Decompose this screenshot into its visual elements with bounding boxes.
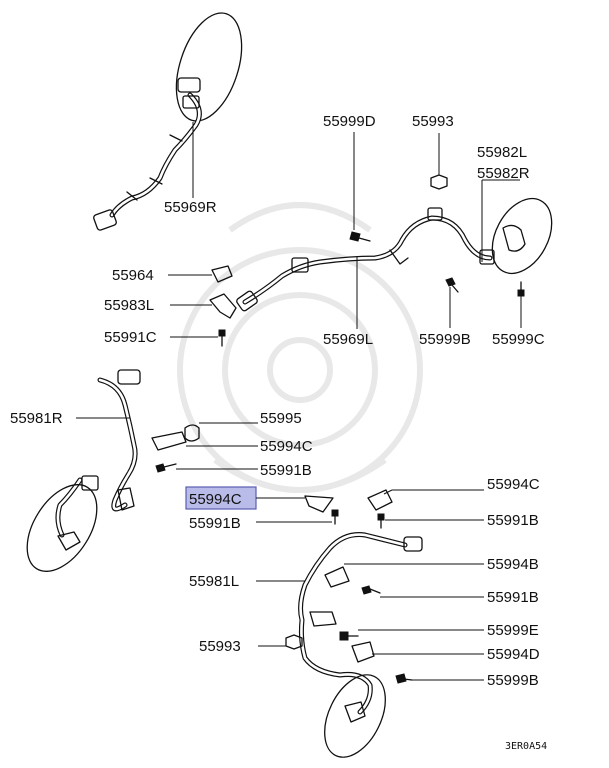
- part-label-55999B-top[interactable]: 55999B: [419, 331, 471, 348]
- bolt-55999E[interactable]: [339, 631, 359, 641]
- part-label-55999B-bottom[interactable]: 55999B: [487, 672, 539, 689]
- part-label-55983L[interactable]: 55983L: [104, 297, 154, 314]
- part-label-55991B-a[interactable]: 55991B: [260, 462, 312, 479]
- part-label-55993-top[interactable]: 55993: [412, 113, 454, 130]
- part-label-55969R[interactable]: 55969R: [164, 199, 217, 216]
- part-label-55969L[interactable]: 55969L: [323, 331, 373, 348]
- part-label-55991B-d[interactable]: 55991B: [487, 589, 539, 606]
- watermark-emblem: [177, 202, 423, 493]
- screw-55991C[interactable]: [218, 329, 226, 347]
- clip-55994C-selected[interactable]: [304, 495, 334, 513]
- part-label-55994C-a[interactable]: 55994C: [260, 438, 313, 455]
- clip-55994C-b[interactable]: [367, 489, 393, 511]
- part-label-55999D[interactable]: 55999D: [323, 113, 376, 130]
- clip-55994D[interactable]: [351, 641, 375, 663]
- bolt-55999B-bottom[interactable]: [395, 673, 413, 684]
- clip-55964[interactable]: [211, 265, 233, 283]
- part-label-55991B-b[interactable]: 55991B: [189, 515, 241, 532]
- harness-55981R[interactable]: [13, 369, 141, 584]
- harness-55981L[interactable]: [298, 532, 423, 767]
- part-label-55994C-selected[interactable]: 55994C: [189, 491, 242, 508]
- part-label-55981R[interactable]: 55981R: [10, 410, 63, 427]
- part-label-55991C[interactable]: 55991C: [104, 329, 157, 346]
- grommet-55995[interactable]: [184, 424, 200, 442]
- nut-55993-top[interactable]: [430, 174, 448, 190]
- part-label-55999E[interactable]: 55999E: [487, 622, 539, 639]
- screw-55991B-a[interactable]: [155, 463, 177, 473]
- clip-55994C-a[interactable]: [151, 431, 187, 451]
- part-label-55964[interactable]: 55964: [112, 267, 154, 284]
- harness-55969L[interactable]: [236, 188, 564, 312]
- part-label-55981L[interactable]: 55981L: [189, 573, 239, 590]
- part-label-55999C[interactable]: 55999C: [492, 331, 545, 348]
- bolt-55999B-top[interactable]: [445, 277, 459, 293]
- part-label-55994C-b[interactable]: 55994C: [487, 476, 540, 493]
- part-label-55982L[interactable]: 55982L: [477, 144, 527, 161]
- part-label-55994D[interactable]: 55994D: [487, 646, 540, 663]
- part-label-55994B[interactable]: 55994B: [487, 556, 539, 573]
- bolt-55999C[interactable]: [517, 281, 525, 297]
- screw-55991B-d[interactable]: [361, 585, 381, 595]
- part-label-55993-bottom[interactable]: 55993: [199, 638, 241, 655]
- part-label-55995[interactable]: 55995: [260, 410, 302, 427]
- part-label-55982R[interactable]: 55982R: [477, 165, 530, 182]
- bracket-55983L[interactable]: [209, 293, 237, 319]
- diagram-code: 3ER0A54: [505, 741, 547, 752]
- screw-55991B-c[interactable]: [377, 513, 385, 529]
- screw-55991B-b[interactable]: [331, 509, 339, 525]
- harness-55969R[interactable]: [93, 5, 254, 231]
- bolt-55999D[interactable]: [349, 231, 371, 242]
- part-label-55991B-c[interactable]: 55991B: [487, 512, 539, 529]
